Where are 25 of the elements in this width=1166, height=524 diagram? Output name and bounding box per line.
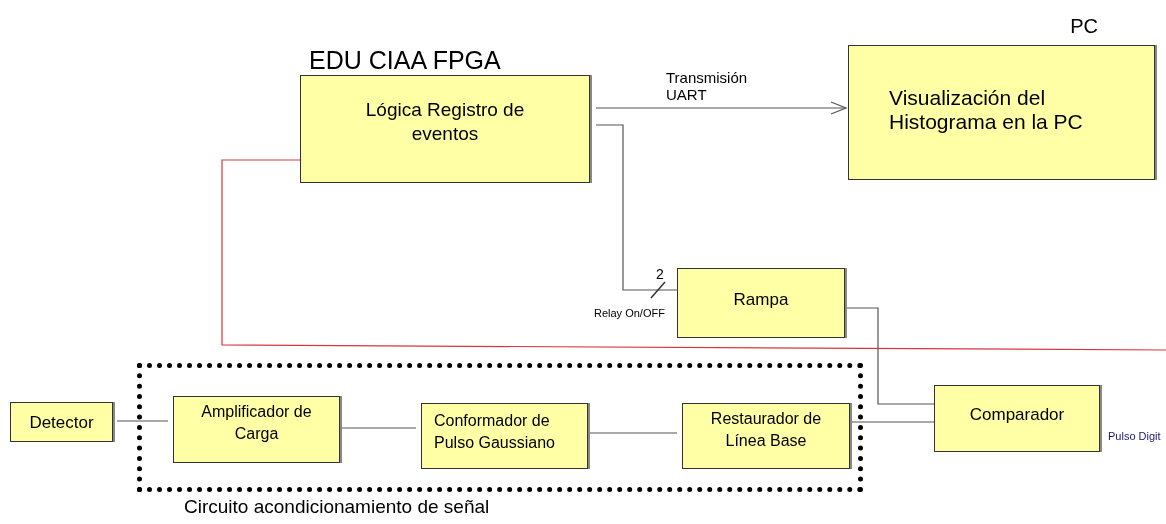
block-box xyxy=(421,403,588,469)
block-label: Detector xyxy=(28,412,95,434)
block-label: Comparador xyxy=(968,404,1066,426)
block-label: Amplificador de Carga xyxy=(200,402,313,444)
block-label: Visualización del Histograma en la PC xyxy=(889,86,1084,134)
block-box xyxy=(934,385,1100,452)
block-box xyxy=(173,396,340,463)
block-box xyxy=(677,268,845,338)
connector-line xyxy=(221,159,1166,351)
signal-label: Relay On/OFF xyxy=(594,306,665,321)
block-label: Conformador de Pulso Gaussiano xyxy=(434,411,556,453)
block-label: Lógica Registro de eventos xyxy=(364,98,526,146)
block-heading: EDU CIAA FPGA xyxy=(309,48,501,72)
block-heading: PC xyxy=(1070,14,1098,38)
group-caption: Circuito acondicionamiento de señal xyxy=(184,495,490,519)
block-box xyxy=(10,402,113,442)
signal-label: Pulso Digit xyxy=(1108,429,1161,444)
block-label: Restaurador de Línea Base xyxy=(709,409,823,451)
connector-line xyxy=(595,101,847,115)
connector-line xyxy=(116,420,169,422)
connector-line xyxy=(595,124,678,291)
block-label: Rampa xyxy=(732,289,790,311)
connector-line xyxy=(844,307,935,405)
block-box xyxy=(682,403,850,469)
bus-width-label: 2 xyxy=(656,265,664,284)
